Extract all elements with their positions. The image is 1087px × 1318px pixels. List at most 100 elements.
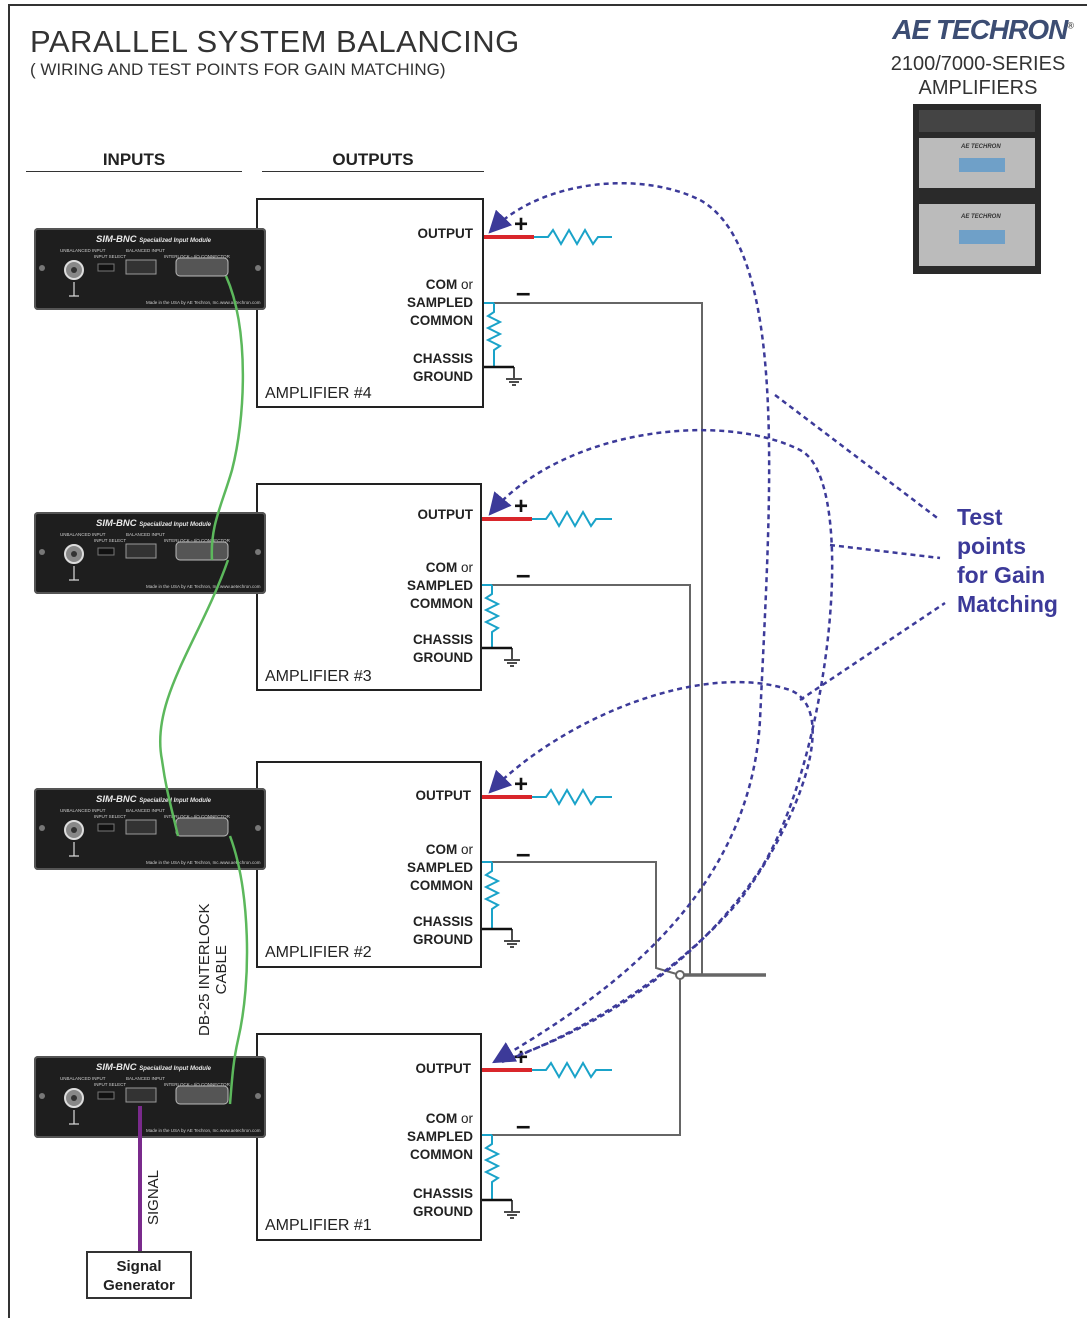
balanced-label: BALANCED INPUT xyxy=(126,532,166,537)
common-return-wires xyxy=(482,302,766,1136)
ground-label: GROUND xyxy=(413,650,473,665)
amplifier-1-box xyxy=(256,1033,482,1241)
com-label: COM or xyxy=(425,842,473,857)
module-1-parts xyxy=(39,1085,261,1108)
cable-label-line2: CABLE xyxy=(213,945,230,995)
module-name: SIM-BNC xyxy=(96,234,137,245)
amplifier-4-label: AMPLIFIER #4 xyxy=(265,385,372,402)
module-name: SIM-BNC xyxy=(96,1062,137,1073)
registered-mark: ® xyxy=(1067,20,1074,31)
signal-generator: Signal Generator xyxy=(86,1251,192,1299)
amplifier-1-label: AMPLIFIER #1 xyxy=(265,1217,372,1234)
common-label: COMMON xyxy=(410,596,473,611)
page-title: PARALLEL SYSTEM BALANCING xyxy=(30,24,520,59)
module-2-parts xyxy=(39,817,261,840)
inputs-underline xyxy=(26,171,242,172)
made-in-label: Made in the USA by AE Techron, Inc. xyxy=(146,860,220,865)
series-line2: AMPLIFIERS xyxy=(918,77,1038,99)
output-label: OUTPUT xyxy=(417,226,474,241)
minus-sign: – xyxy=(516,277,530,307)
input-select-label: INPUT SELECT xyxy=(94,814,127,819)
output-label: OUTPUT xyxy=(415,788,472,803)
amplifier-3-box xyxy=(256,483,482,691)
module-4-parts xyxy=(39,257,261,280)
diagram-frame xyxy=(8,4,1087,1318)
input-select-label: INPUT SELECT xyxy=(94,254,127,259)
test-points-line2: points xyxy=(957,533,1026,559)
plus-sign: + xyxy=(514,211,528,238)
polarity-symbols: + + + + – – – – xyxy=(514,211,530,1140)
module-details xyxy=(39,257,261,1108)
test-points-caption: Test points for Gain Matching xyxy=(957,503,1058,619)
output-wiring xyxy=(482,227,612,1080)
sampled-label: SAMPLED xyxy=(406,1129,473,1144)
chassis-label: CHASSIS xyxy=(412,632,473,647)
minus-sign: – xyxy=(516,838,530,868)
sampling-resistors xyxy=(482,302,522,1219)
plus-sign: + xyxy=(514,771,528,798)
url-label: www.aetechron.com xyxy=(220,1128,261,1133)
common-label: COMMON xyxy=(410,1147,473,1162)
unbalanced-label: UNBALANCED INPUT xyxy=(60,532,106,537)
balanced-label: BALANCED INPUT xyxy=(126,808,166,813)
ground-label: GROUND xyxy=(413,369,473,384)
plus-sign: + xyxy=(514,1044,528,1071)
balanced-label: BALANCED INPUT xyxy=(126,248,166,253)
module-desc: Specialized Input Module xyxy=(139,522,211,528)
module-desc: Specialized Input Module xyxy=(139,238,211,244)
made-in-label: Made in the USA by AE Techron, Inc. xyxy=(146,584,220,589)
minus-sign: – xyxy=(516,559,530,589)
generator-line1: Signal xyxy=(116,1258,162,1275)
url-label: www.aetechron.com xyxy=(220,300,261,305)
module-desc: Specialized Input Module xyxy=(139,1066,211,1072)
output-label: OUTPUT xyxy=(415,1061,472,1076)
plus-sign: + xyxy=(514,493,528,520)
sampled-label: SAMPLED xyxy=(406,860,473,875)
module-desc: Specialized Input Module xyxy=(139,798,211,804)
outputs-underline xyxy=(262,171,484,172)
unbalanced-label: UNBALANCED INPUT xyxy=(60,1076,106,1081)
unbalanced-label: UNBALANCED INPUT xyxy=(60,808,106,813)
com-label: COM or xyxy=(425,277,473,292)
sampled-label: SAMPLED xyxy=(406,295,473,310)
signal-label: SIGNAL xyxy=(145,1169,162,1225)
chassis-label: CHASSIS xyxy=(412,914,473,929)
cable-label-line1: DB-25 INTERLOCK xyxy=(196,903,213,1036)
interlock-cable xyxy=(159,275,249,1105)
interlock-label: INTERLOCK - I/O CONNECTOR xyxy=(164,538,230,543)
interlock-cable-label: DB-25 INTERLOCK CABLE xyxy=(196,903,230,1036)
ground-label: GROUND xyxy=(413,932,473,947)
amplifier-4-box xyxy=(256,198,484,408)
outputs-header: OUTPUTS xyxy=(332,150,414,169)
test-points-line4: Matching xyxy=(957,591,1058,617)
common-label: COMMON xyxy=(410,878,473,893)
generator-line2: Generator xyxy=(103,1277,175,1294)
module-3-parts xyxy=(39,541,261,564)
made-in-label: Made in the USA by AE Techron, Inc. xyxy=(146,300,220,305)
series-caption: 2100/7000-SERIES AMPLIFIERS xyxy=(868,52,1087,100)
url-label: www.aetechron.com xyxy=(220,584,261,589)
module-name: SIM-BNC xyxy=(96,794,137,805)
module-ground-symbols xyxy=(69,282,79,1125)
com-label: COM or xyxy=(425,560,473,575)
input-select-label: INPUT SELECT xyxy=(94,538,127,543)
interlock-label: INTERLOCK - I/O CONNECTOR xyxy=(164,254,230,259)
input-select-label: INPUT SELECT xyxy=(94,1082,127,1087)
module-name: SIM-BNC xyxy=(96,518,137,529)
inputs-header: INPUTS xyxy=(102,150,166,169)
test-points-line1: Test xyxy=(957,504,1003,530)
output-label: OUTPUT xyxy=(417,507,474,522)
sampled-label: SAMPLED xyxy=(406,578,473,593)
test-point-leads xyxy=(488,181,946,1064)
amplifier-2-label: AMPLIFIER #2 xyxy=(265,944,372,961)
amplifier-2-box xyxy=(256,761,482,968)
page-subtitle: ( WIRING AND TEST POINTS FOR GAIN MATCHI… xyxy=(30,60,446,79)
test-points-line3: for Gain xyxy=(957,562,1046,588)
amplifier-rack-photo: AE TECHRON AE TECHRON xyxy=(913,104,1041,274)
chassis-label: CHASSIS xyxy=(412,351,473,366)
amplifier-3-label: AMPLIFIER #3 xyxy=(265,668,372,685)
made-in-label: Made in the USA by AE Techron, Inc. xyxy=(146,1128,220,1133)
com-label: COM or xyxy=(425,1111,473,1126)
interlock-label: INTERLOCK - I/O CONNECTOR xyxy=(164,1082,230,1087)
